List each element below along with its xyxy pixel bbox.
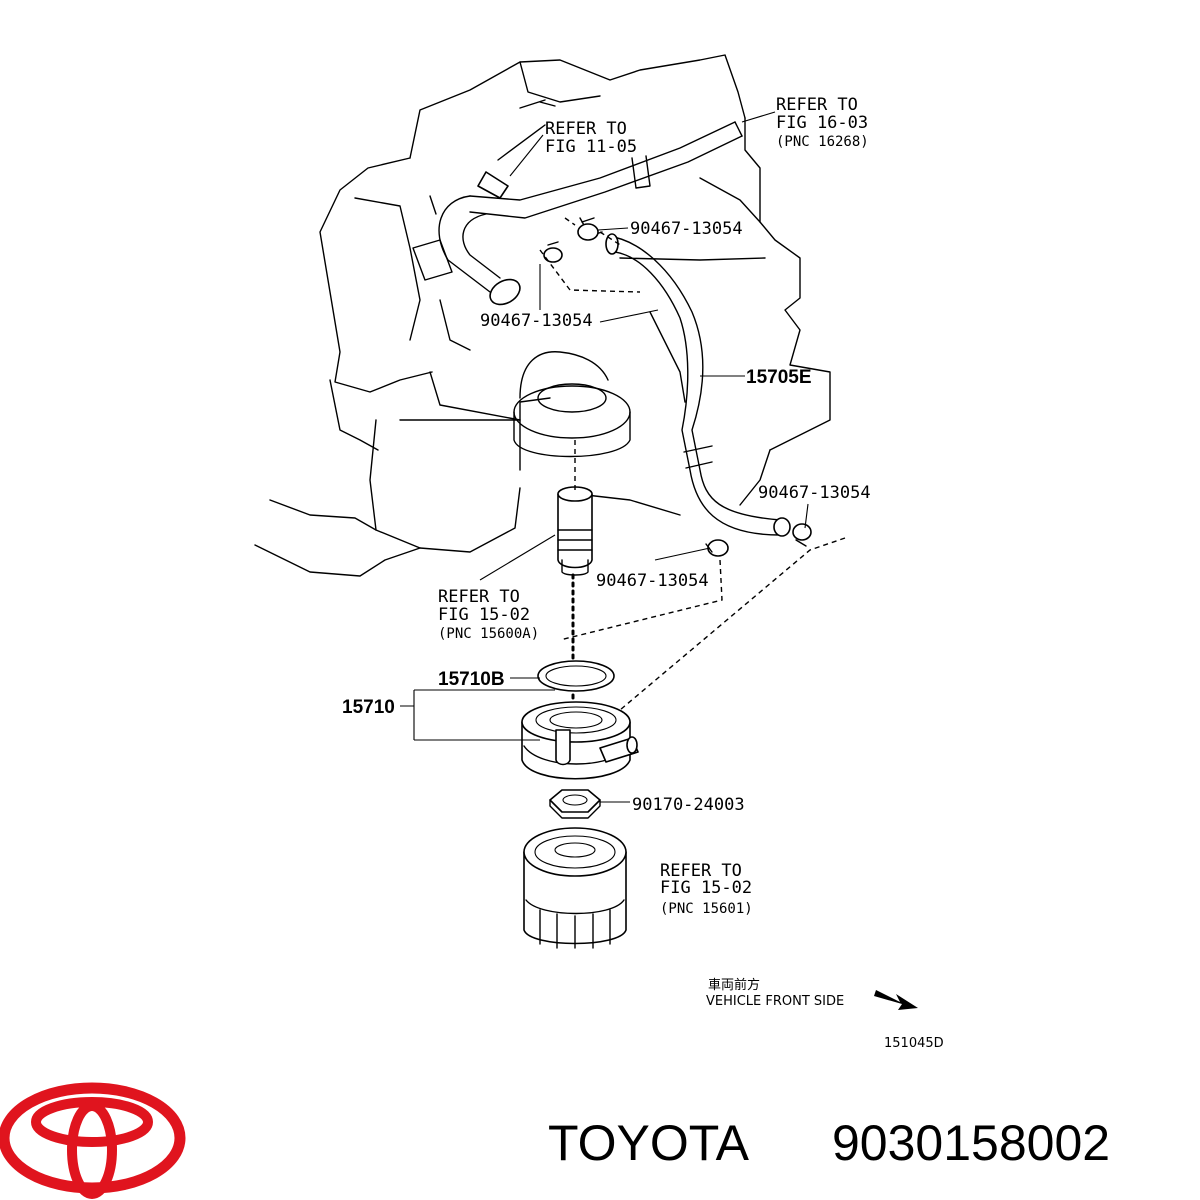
label-clamp-b: 90467-13054 [480, 311, 593, 331]
label-refer-1502a-line2: FIG 15-02 [438, 605, 530, 625]
label-refer-1603-line1: REFER TO [776, 95, 858, 115]
oil-cooler-15710 [521, 701, 639, 780]
engine-block-outline [254, 54, 831, 577]
union-bolt-15600a [557, 486, 593, 576]
label-refer-1502b-line3: (PNC 15601) [660, 901, 753, 917]
label-refer-1502a-line1: REFER TO [438, 587, 520, 607]
gasket-15710b [537, 660, 615, 692]
upper-hose-left [412, 195, 521, 306]
label-refer-1105-line2: FIG 11-05 [545, 137, 637, 157]
clamp-upper-b-icon [543, 241, 563, 263]
label-hose: 15705E [746, 367, 812, 388]
part-number: 9030158002 [832, 1115, 1110, 1171]
label-gasket: 15710B [438, 669, 505, 690]
front-direction-arrow-icon [874, 990, 918, 1010]
filter-mount-boss [513, 351, 631, 458]
label-clamp-d: 90467-13054 [596, 571, 709, 591]
label-refer-1603-line2: FIG 16-03 [776, 113, 868, 133]
label-refer-1603-line3: (PNC 16268) [776, 134, 869, 150]
toyota-logo-icon [0, 1082, 186, 1199]
nut-90170-24003 [549, 789, 601, 819]
label-nut: 90170-24003 [632, 795, 745, 815]
oil-filter-15601 [523, 827, 627, 949]
brand-name: TOYOTA [548, 1115, 750, 1171]
clamp-lower-right-icon [792, 523, 812, 547]
assembly-guide-lines [539, 217, 846, 722]
clamp-upper-a-icon [577, 217, 599, 241]
leader-lines [400, 111, 809, 803]
label-cooler: 15710 [342, 697, 395, 718]
label-front-english: VEHICLE FRONT SIDE [706, 994, 844, 1009]
water-pipe [469, 121, 743, 237]
label-clamp-c: 90467-13054 [758, 483, 871, 503]
label-refer-1105-line1: REFER TO [545, 119, 627, 139]
label-figure-code: 151045D [884, 1036, 944, 1051]
label-refer-1502b-line2: FIG 15-02 [660, 878, 752, 898]
label-front-japanese: 車両前方 [708, 977, 760, 993]
hose-15705e [605, 233, 791, 537]
label-clamp-a: 90467-13054 [630, 219, 743, 239]
label-refer-1502b-line1: REFER TO [660, 861, 742, 881]
sensor-fitting [477, 99, 556, 199]
label-refer-1502a-line3: (PNC 15600A) [438, 626, 539, 642]
